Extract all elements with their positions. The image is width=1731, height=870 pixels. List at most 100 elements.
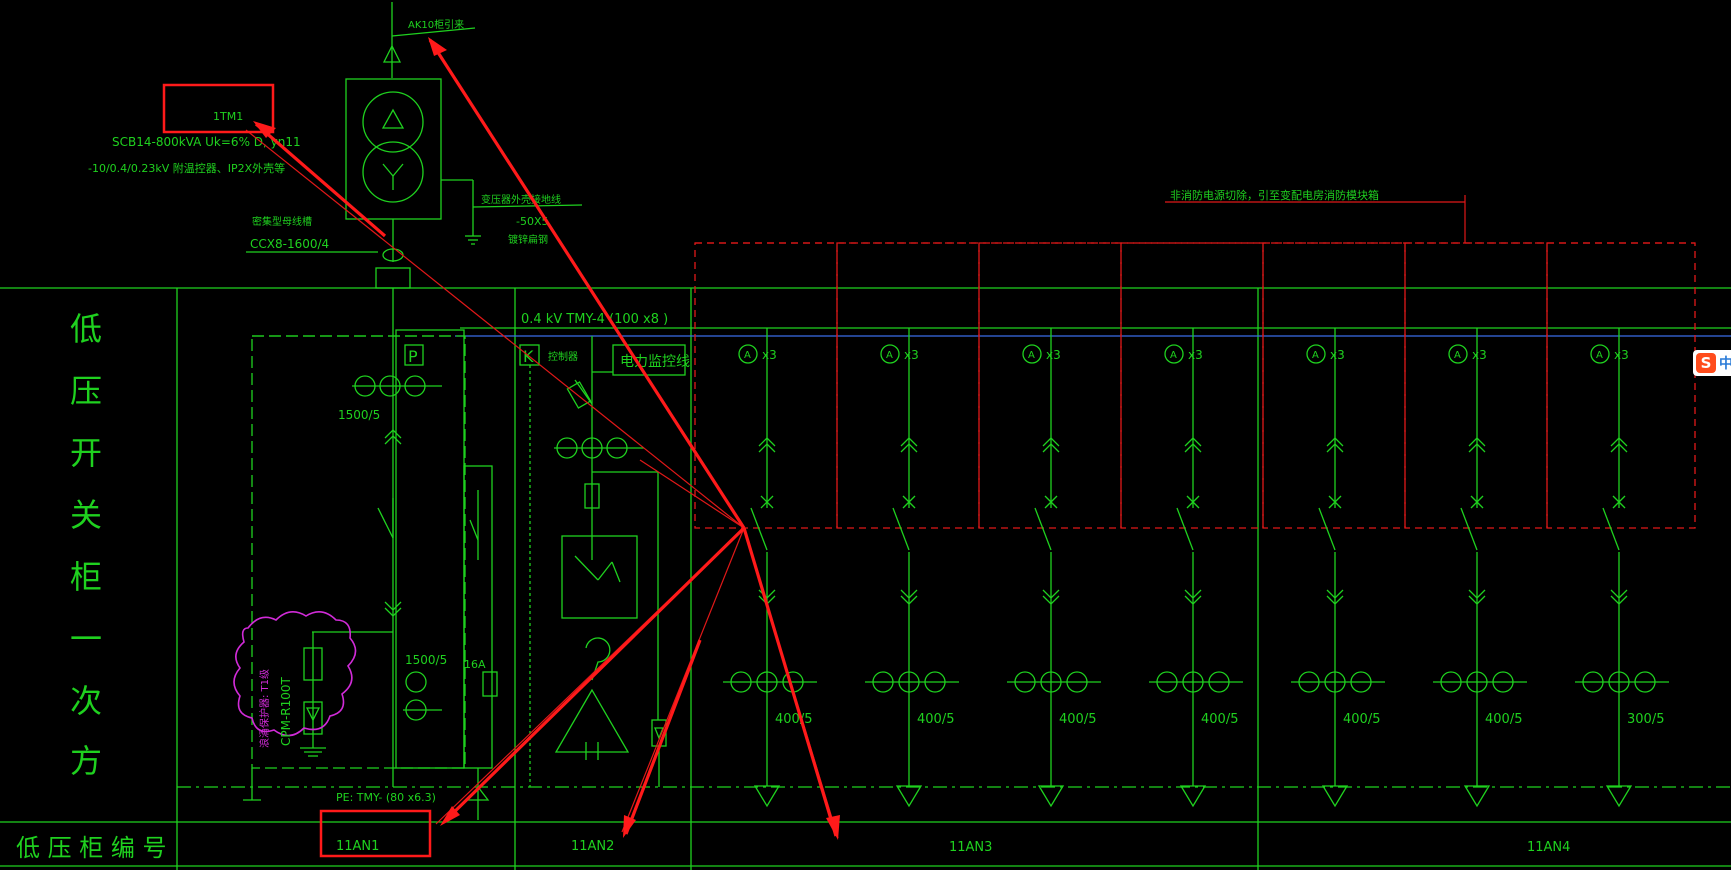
ammeter-icon — [1448, 344, 1468, 364]
feeder-ct-ratio: 400/5 — [1343, 712, 1380, 727]
cabinet-id[interactable]: 11AN1 — [336, 839, 379, 854]
ammeter-icon — [1590, 344, 1610, 364]
disconnect-icon — [1468, 437, 1486, 447]
disconnect-icon — [758, 437, 776, 447]
ct-icon — [756, 671, 778, 693]
vertical-title: 低 压 开 关 柜 一 次 方 案 — [70, 310, 102, 780]
ct-icon — [1440, 671, 1462, 693]
ammeter-letter: A — [1312, 350, 1319, 361]
title-char: 方 — [70, 742, 102, 780]
disconnect-icon — [1610, 595, 1628, 605]
disconnect-icon — [900, 437, 918, 447]
switch-blade — [750, 507, 768, 551]
disconnect-icon — [1042, 589, 1060, 599]
transformer-model: SCB14-800kVA Uk=6% D, yn11 — [112, 135, 301, 149]
switch-blade — [892, 507, 910, 551]
disconnect-icon — [1610, 443, 1628, 453]
incomer-fuse: 16A — [464, 658, 486, 671]
disconnect-icon — [1184, 595, 1202, 605]
ammeter-multiplier: x3 — [1614, 348, 1629, 362]
outgoing-arrow-icon — [753, 785, 781, 808]
outgoing-arrow-icon — [1179, 785, 1207, 808]
source-label: AK10柜引来 — [408, 18, 464, 31]
busduct-model: CCX8-1600/4 — [250, 237, 329, 251]
breaker-x-icon — [1044, 495, 1058, 509]
ct-icon — [898, 671, 920, 693]
title-char: 一 — [70, 620, 102, 658]
ammeter-letter: A — [1170, 350, 1177, 361]
busduct-label: 密集型母线槽 — [252, 215, 312, 228]
p-meter: P — [408, 347, 418, 366]
ammeter-letter: A — [744, 350, 751, 361]
disconnect-icon — [1326, 589, 1344, 599]
fire-cut-label: 非消防电源切除，引至变配电房消防模块箱 — [1170, 188, 1379, 202]
incomer-circuit: P 1500/5 1500/5 16A — [243, 329, 498, 820]
disconnect-icon — [1184, 589, 1202, 599]
busbar-label: 0.4 kV TMY-4 (100 x8 ) — [521, 312, 668, 327]
disconnect-icon — [1326, 595, 1344, 605]
ct-icon — [1156, 671, 1178, 693]
outgoing-arrow-icon — [1463, 785, 1491, 808]
ammeter-letter: A — [886, 350, 893, 361]
ime-toolbar[interactable]: S 中 — [1693, 350, 1731, 376]
outgoing-arrow-icon — [1037, 785, 1065, 808]
ime-logo-icon[interactable]: S — [1696, 353, 1716, 373]
ct-icon — [1582, 671, 1604, 693]
title-char: 次 — [70, 682, 102, 720]
neutral-label: 变压器外壳接地线 — [481, 193, 561, 206]
disconnect-icon — [1184, 437, 1202, 447]
transformer-section: AK10柜引来 变压器外壳接地线 -50X5 镀锌扁钢 — [246, 2, 583, 336]
ct-icon — [1298, 671, 1320, 693]
ct-icon — [924, 671, 946, 693]
title-char: 柜 — [70, 558, 102, 596]
ammeter-icon — [880, 344, 900, 364]
feeder-ct-ratio: 300/5 — [1627, 712, 1664, 727]
disconnect-icon — [1042, 443, 1060, 453]
ammeter-letter: A — [1028, 350, 1035, 361]
cabinet-id[interactable]: 11AN2 — [571, 839, 614, 854]
highlight-box-1tm1 — [162, 83, 275, 134]
ammeter-multiplier: x3 — [762, 348, 777, 362]
ct-icon — [730, 671, 752, 693]
ct-icon — [1324, 671, 1346, 693]
switch-blade — [1176, 507, 1194, 551]
pe-label: PE: TMY- (80 x6.3) — [336, 791, 436, 804]
annotation-arrows — [245, 37, 840, 840]
breaker-x-icon — [1470, 495, 1484, 509]
feeder-ct-ratio: 400/5 — [775, 712, 812, 727]
disconnect-icon — [1610, 437, 1628, 447]
drawing-frame — [0, 287, 1731, 870]
switch-blade — [1034, 507, 1052, 551]
spd-label: 浪涌保护器: T1级 — [258, 669, 271, 748]
disconnect-icon — [1610, 589, 1628, 599]
fire-cut-boxes — [694, 195, 1696, 529]
cabinet-id[interactable]: 11AN3 — [949, 840, 992, 855]
ct-icon — [1014, 671, 1036, 693]
transformer-tag[interactable]: 1TM1 — [213, 110, 243, 123]
disconnect-icon — [1184, 443, 1202, 453]
disconnect-icon — [1468, 595, 1486, 605]
neutral-material: 镀锌扁钢 — [508, 233, 548, 246]
ammeter-multiplier: x3 — [1472, 348, 1487, 362]
ct-icon — [872, 671, 894, 693]
ammeter-multiplier: x3 — [1188, 348, 1203, 362]
ammeter-letter: A — [1454, 350, 1461, 361]
ammeter-multiplier: x3 — [1330, 348, 1345, 362]
disconnect-icon — [1326, 437, 1344, 447]
disconnect-icon — [1042, 437, 1060, 447]
disconnect-icon — [1468, 589, 1486, 599]
ct-icon — [1634, 671, 1656, 693]
ammeter-multiplier: x3 — [904, 348, 919, 362]
cabinet-id[interactable]: 11AN4 — [1527, 840, 1570, 855]
breaker-x-icon — [1612, 495, 1626, 509]
ct-icon — [1208, 671, 1230, 693]
ime-mode-indicator[interactable]: 中 — [1719, 356, 1731, 372]
ct-icon — [1182, 671, 1204, 693]
highlight-box-11an1 — [319, 809, 432, 858]
outgoing-arrow-icon — [895, 785, 923, 808]
disconnect-icon — [900, 443, 918, 453]
incomer-ct2: 1500/5 — [405, 653, 447, 667]
controller-label: 控制器 — [548, 350, 578, 363]
ammeter-icon — [738, 344, 758, 364]
